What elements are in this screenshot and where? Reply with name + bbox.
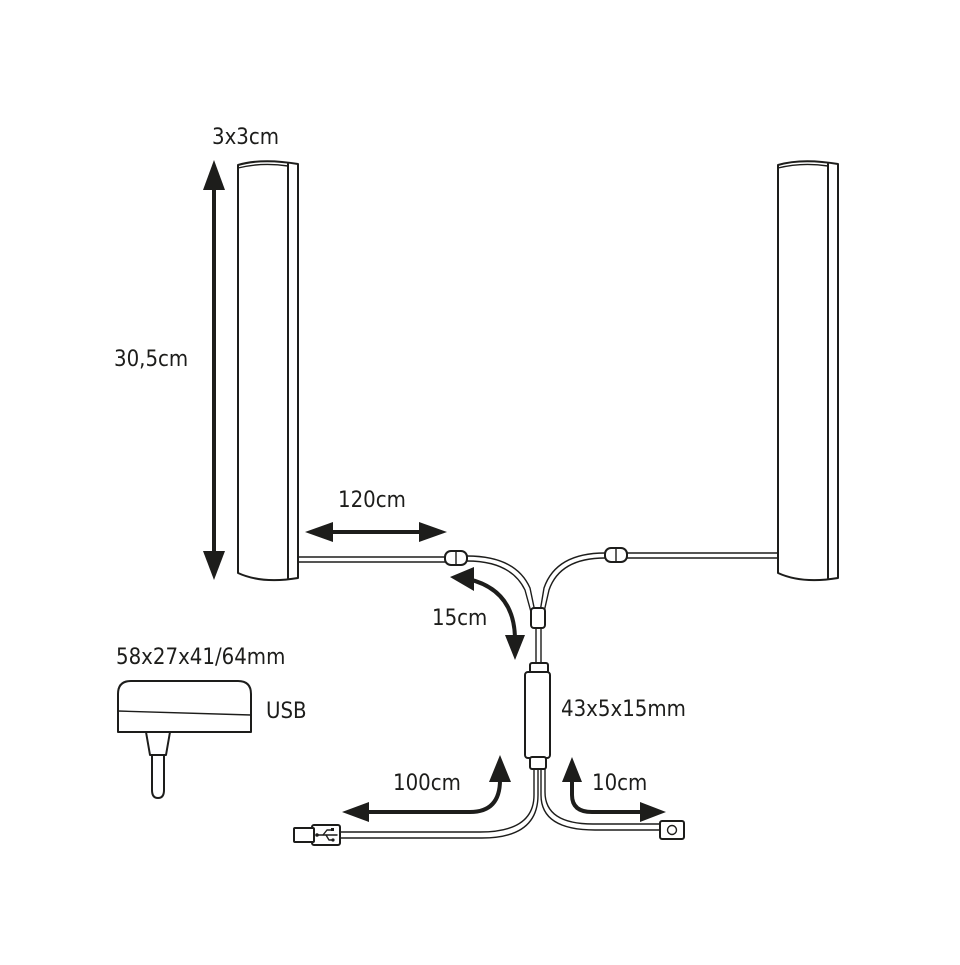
branch-cable-label: 15cm: [432, 606, 488, 631]
adapter-type-label: USB: [266, 699, 307, 724]
left-light-bar: [237, 160, 299, 582]
right-light-bar: [777, 160, 839, 582]
remote-plug: [659, 820, 685, 840]
lead-cable-arrow: [305, 522, 447, 542]
remote-cable-arrow: [562, 757, 666, 822]
usb-cable-arrow: [342, 755, 511, 822]
lead-cable-label: 120cm: [338, 488, 406, 513]
bar-length-arrow: [203, 160, 225, 580]
y-splitter: [530, 607, 546, 629]
usb-cable-label: 100cm: [393, 771, 461, 796]
usb-icon: [315, 828, 338, 842]
branch-cable-arrow: [450, 567, 525, 660]
adapter-size-label: 58x27x41/64mm: [116, 645, 286, 670]
remote-cable-label: 10cm: [592, 771, 648, 796]
bar-cross-section-label: 3x3cm: [212, 125, 280, 150]
controller-box: [524, 671, 551, 759]
cable-harness: [293, 547, 779, 846]
bar-length-label: 30,5cm: [114, 347, 189, 372]
power-adapter: [117, 680, 252, 799]
controller-size-label: 43x5x15mm: [561, 697, 686, 722]
